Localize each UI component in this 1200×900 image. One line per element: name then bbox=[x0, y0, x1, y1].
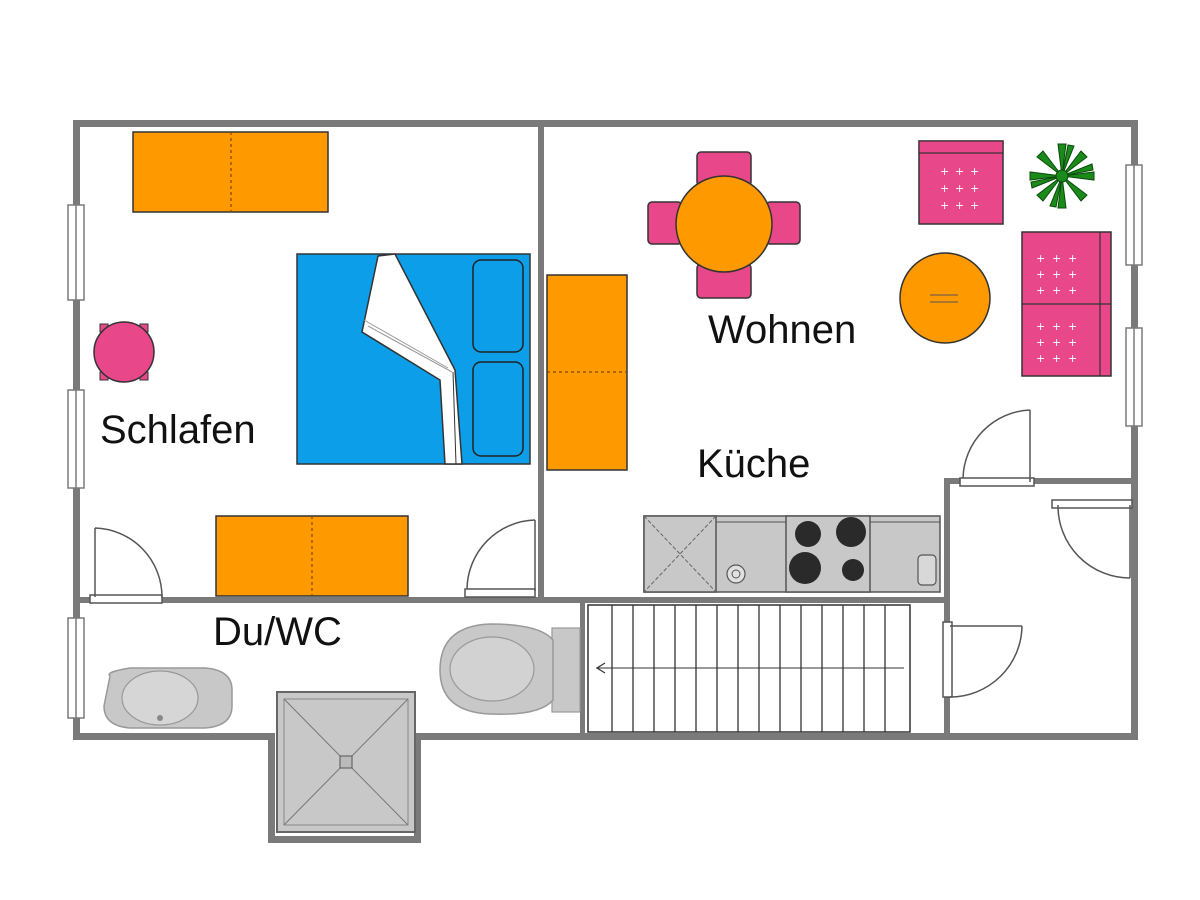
toilet bbox=[439, 623, 581, 715]
svg-text:+: + bbox=[955, 199, 964, 212]
outer-wall-bottom-left bbox=[73, 733, 273, 740]
svg-text:+: + bbox=[970, 165, 979, 178]
partition-hall-top bbox=[944, 478, 1138, 484]
dining-table bbox=[675, 175, 773, 273]
stool-pink bbox=[93, 321, 155, 383]
pillow-top bbox=[472, 259, 524, 353]
svg-text:+: + bbox=[970, 182, 979, 195]
balcony-wall-right bbox=[414, 733, 421, 843]
pillow-bottom bbox=[472, 361, 524, 457]
door-kitchen-hall bbox=[959, 409, 1035, 487]
window-left-2 bbox=[67, 389, 85, 489]
door-bedroom-living bbox=[464, 519, 536, 598]
svg-text:+: + bbox=[955, 165, 964, 178]
partition-bath-top bbox=[73, 597, 948, 603]
staircase bbox=[587, 604, 911, 733]
window-left-3 bbox=[67, 617, 85, 719]
svg-text:+: + bbox=[1052, 284, 1061, 297]
svg-text:+: + bbox=[1036, 268, 1045, 281]
outer-wall-bottom-right bbox=[418, 733, 1138, 740]
stove bbox=[785, 515, 871, 593]
room-label-schlafen: Schlafen bbox=[100, 408, 256, 452]
partition-hall-left bbox=[944, 478, 950, 740]
door-hall-right bbox=[1051, 499, 1133, 579]
svg-text:+: + bbox=[1052, 252, 1061, 265]
svg-text:+: + bbox=[1068, 284, 1077, 297]
sofa: + + + + + + + + + + + + + + + + + + bbox=[1021, 231, 1112, 377]
plant-icon bbox=[1029, 143, 1095, 209]
burner-icon bbox=[842, 559, 864, 581]
sideboard bbox=[546, 274, 628, 471]
svg-text:+: + bbox=[1036, 252, 1045, 265]
svg-text:+: + bbox=[955, 182, 964, 195]
svg-text:+: + bbox=[1052, 336, 1061, 349]
window-right-1 bbox=[1125, 164, 1143, 266]
burner-icon bbox=[795, 521, 821, 547]
shower-drain-icon bbox=[339, 755, 353, 769]
dresser-bottom bbox=[215, 515, 409, 597]
double-bed bbox=[296, 253, 531, 465]
wardrobe-top bbox=[132, 131, 329, 213]
doors bbox=[89, 409, 1133, 698]
svg-text:+: + bbox=[1068, 320, 1077, 333]
stair-direction-arrow-icon bbox=[595, 662, 606, 674]
kettle-icon bbox=[917, 554, 937, 586]
partition-bath-stairs bbox=[580, 600, 585, 740]
door-stairs-hall bbox=[942, 621, 1023, 698]
balcony-wall-bottom bbox=[268, 836, 421, 843]
armchair: + + + + + + + + + bbox=[918, 140, 1004, 225]
window-left-1 bbox=[67, 204, 85, 301]
window-right-2 bbox=[1125, 327, 1143, 427]
svg-text:+: + bbox=[1052, 268, 1061, 281]
svg-text:+: + bbox=[940, 165, 949, 178]
washbasin bbox=[103, 667, 233, 729]
svg-text:+: + bbox=[940, 182, 949, 195]
coffee-table bbox=[899, 252, 991, 344]
room-label-kueche: Küche bbox=[697, 442, 810, 486]
burner-icon bbox=[836, 517, 866, 547]
svg-text:+: + bbox=[1068, 268, 1077, 281]
room-label-wohnen: Wohnen bbox=[708, 308, 856, 352]
balcony-wall-left bbox=[268, 733, 275, 843]
svg-text:+: + bbox=[1036, 336, 1045, 349]
bed-blanket-fold bbox=[361, 253, 463, 465]
shower-tray bbox=[276, 691, 416, 833]
svg-text:+: + bbox=[1036, 320, 1045, 333]
outer-wall-right bbox=[1131, 120, 1138, 740]
svg-text:+: + bbox=[940, 199, 949, 212]
svg-text:+: + bbox=[1068, 252, 1077, 265]
svg-text:+: + bbox=[970, 199, 979, 212]
room-label-bad: Du/WC bbox=[213, 610, 342, 654]
kitchen-counter bbox=[643, 515, 941, 593]
svg-text:+: + bbox=[1052, 352, 1061, 365]
svg-text:+: + bbox=[1036, 352, 1045, 365]
dishwasher bbox=[643, 515, 717, 593]
door-bedroom bbox=[89, 527, 163, 604]
dining-set bbox=[647, 151, 801, 299]
svg-text:+: + bbox=[1036, 284, 1045, 297]
partition-bedroom-living bbox=[538, 120, 544, 600]
sink-drain-icon bbox=[726, 564, 746, 584]
svg-text:+: + bbox=[1052, 320, 1061, 333]
burner-icon bbox=[789, 552, 821, 584]
svg-text:+: + bbox=[1068, 352, 1077, 365]
stair-steps bbox=[611, 605, 886, 732]
svg-text:+: + bbox=[1068, 336, 1077, 349]
outer-wall-top bbox=[73, 120, 1138, 127]
windows bbox=[67, 164, 1143, 719]
